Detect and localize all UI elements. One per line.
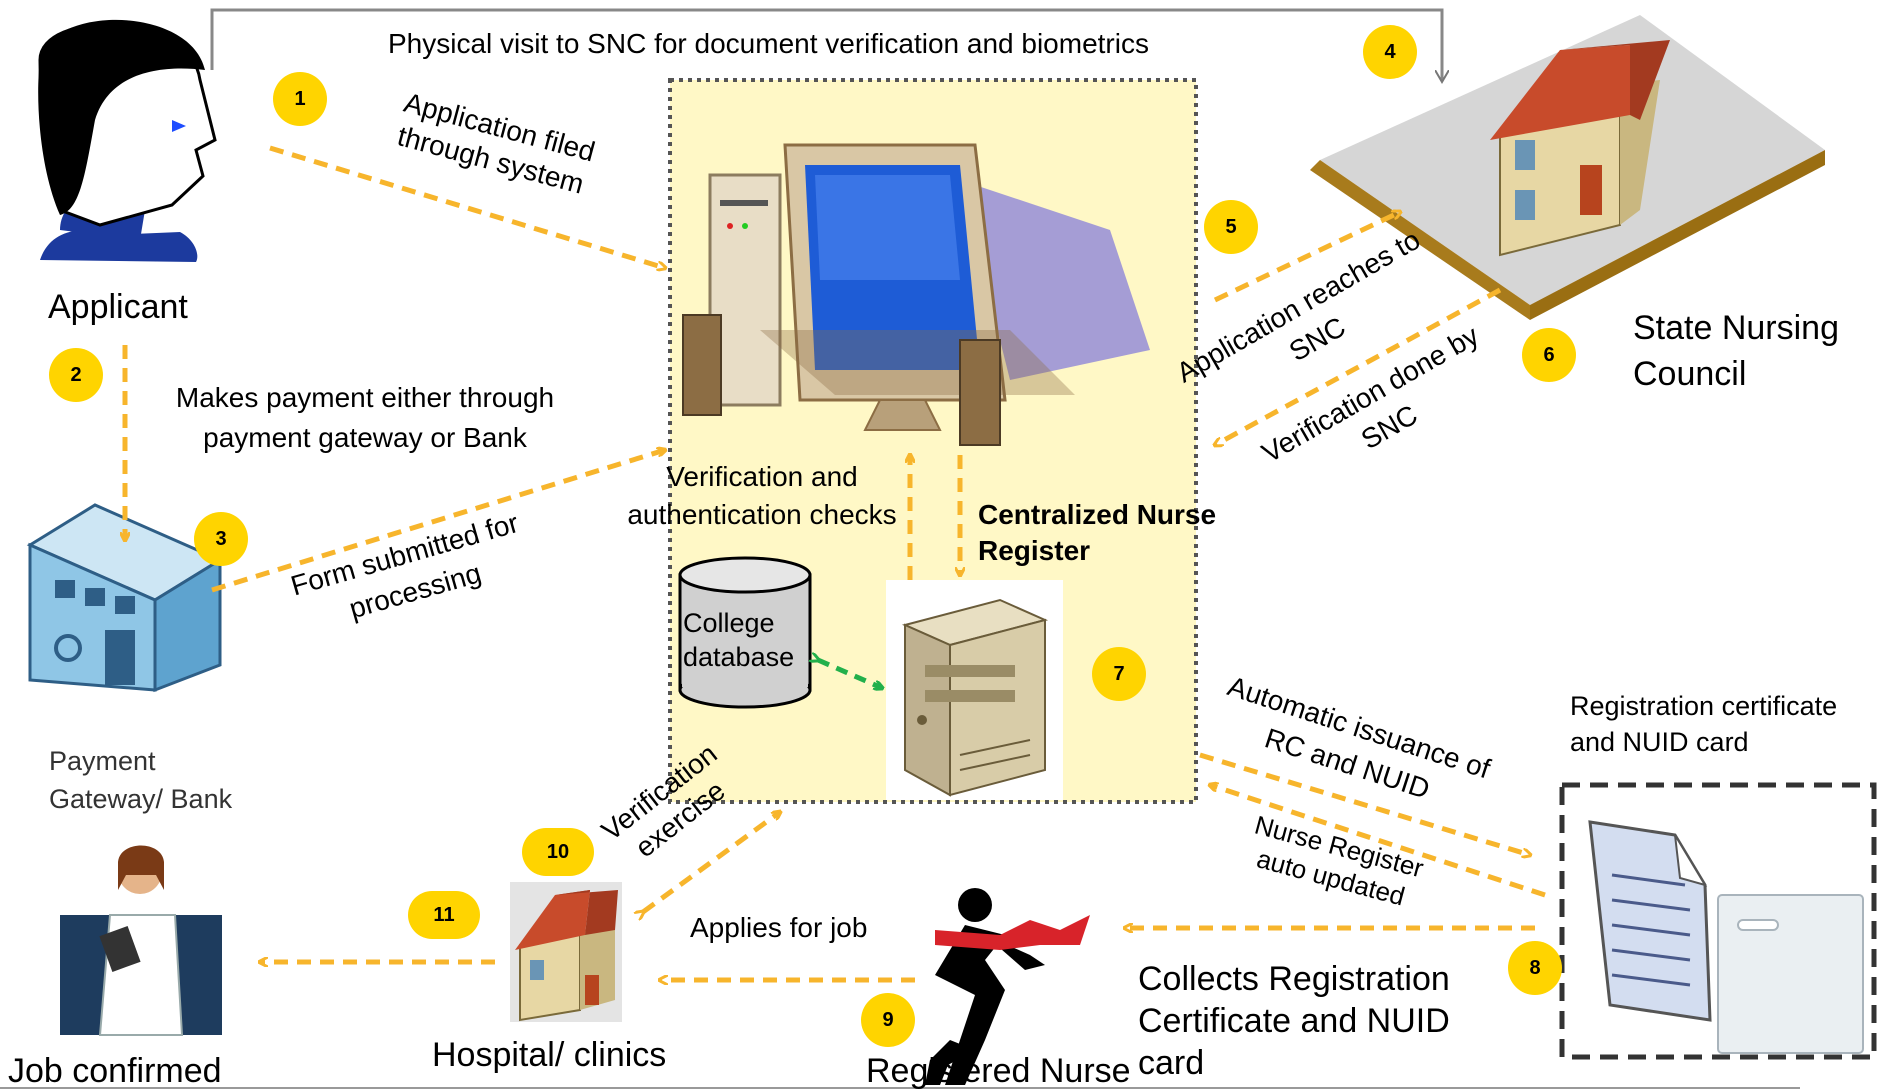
doctor-icon <box>60 845 222 1036</box>
rc-nuid-label: Registration certificate and NUID card <box>1570 691 1838 757</box>
makes-payment-label: Makes payment either through payment gat… <box>175 382 555 453</box>
applicant-label: Applicant <box>48 288 188 326</box>
house-on-platform-icon <box>1310 15 1825 320</box>
step-badge-2: 2 <box>49 348 103 402</box>
central-register-label: Centralized Nurse Register <box>978 499 1217 566</box>
council-label: State Nursing Council <box>1633 309 1839 393</box>
server-tower-icon <box>886 580 1063 800</box>
step-badge-10: 10 <box>522 828 594 876</box>
step-badge-3: 3 <box>194 512 248 566</box>
step-badge-4: 4 <box>1363 25 1417 79</box>
arrow-automatic-issuance <box>1199 752 1530 855</box>
step-badge-11: 11 <box>408 891 480 939</box>
arrow-college-db <box>818 660 882 688</box>
database-cylinder-icon <box>678 556 812 709</box>
step-badge-5: 5 <box>1204 200 1258 254</box>
collects-rc-label: Collects Registration Certificate and NU… <box>1138 960 1450 1082</box>
arrow-verification-snc <box>1215 287 1502 445</box>
bank-building-icon <box>26 503 224 693</box>
hospital-label: Hospital/ clinics <box>432 1036 667 1074</box>
desktop-computer-icon <box>682 143 1150 446</box>
college-db-label: College database <box>683 608 795 672</box>
flow-arrows <box>125 145 1546 980</box>
id-card-icon <box>1717 894 1864 1054</box>
house-icon <box>510 882 622 1022</box>
physical-visit-label: Physical visit to SNC for document verif… <box>388 28 1149 59</box>
arrow-register-updated <box>1210 785 1546 898</box>
bank-label: Payment Gateway/ Bank <box>49 746 233 814</box>
step-badge-6: 6 <box>1522 328 1576 382</box>
step-badge-9: 9 <box>861 993 915 1047</box>
physical-visit-connector <box>210 8 1442 80</box>
arrow-verification-exercise <box>643 812 780 912</box>
rc-nuid-box <box>1559 782 1877 1060</box>
job-confirmed-label: Job confirmed <box>8 1052 222 1090</box>
step-badge-7: 7 <box>1092 647 1146 701</box>
document-icon <box>1588 820 1712 1022</box>
applies-job-label: Applies for job <box>690 912 868 943</box>
step-badge-8: 8 <box>1508 941 1562 995</box>
verification-checks-label: Verification and authentication checks <box>627 461 897 530</box>
step-badge-1: 1 <box>273 72 327 126</box>
arrow-application-reaches <box>1213 212 1400 303</box>
nurse-label: Registered Nurse <box>866 1052 1131 1090</box>
person-head-icon <box>38 19 217 262</box>
running-person-icon <box>925 888 1090 1085</box>
arrow-form-submitted <box>211 450 665 593</box>
